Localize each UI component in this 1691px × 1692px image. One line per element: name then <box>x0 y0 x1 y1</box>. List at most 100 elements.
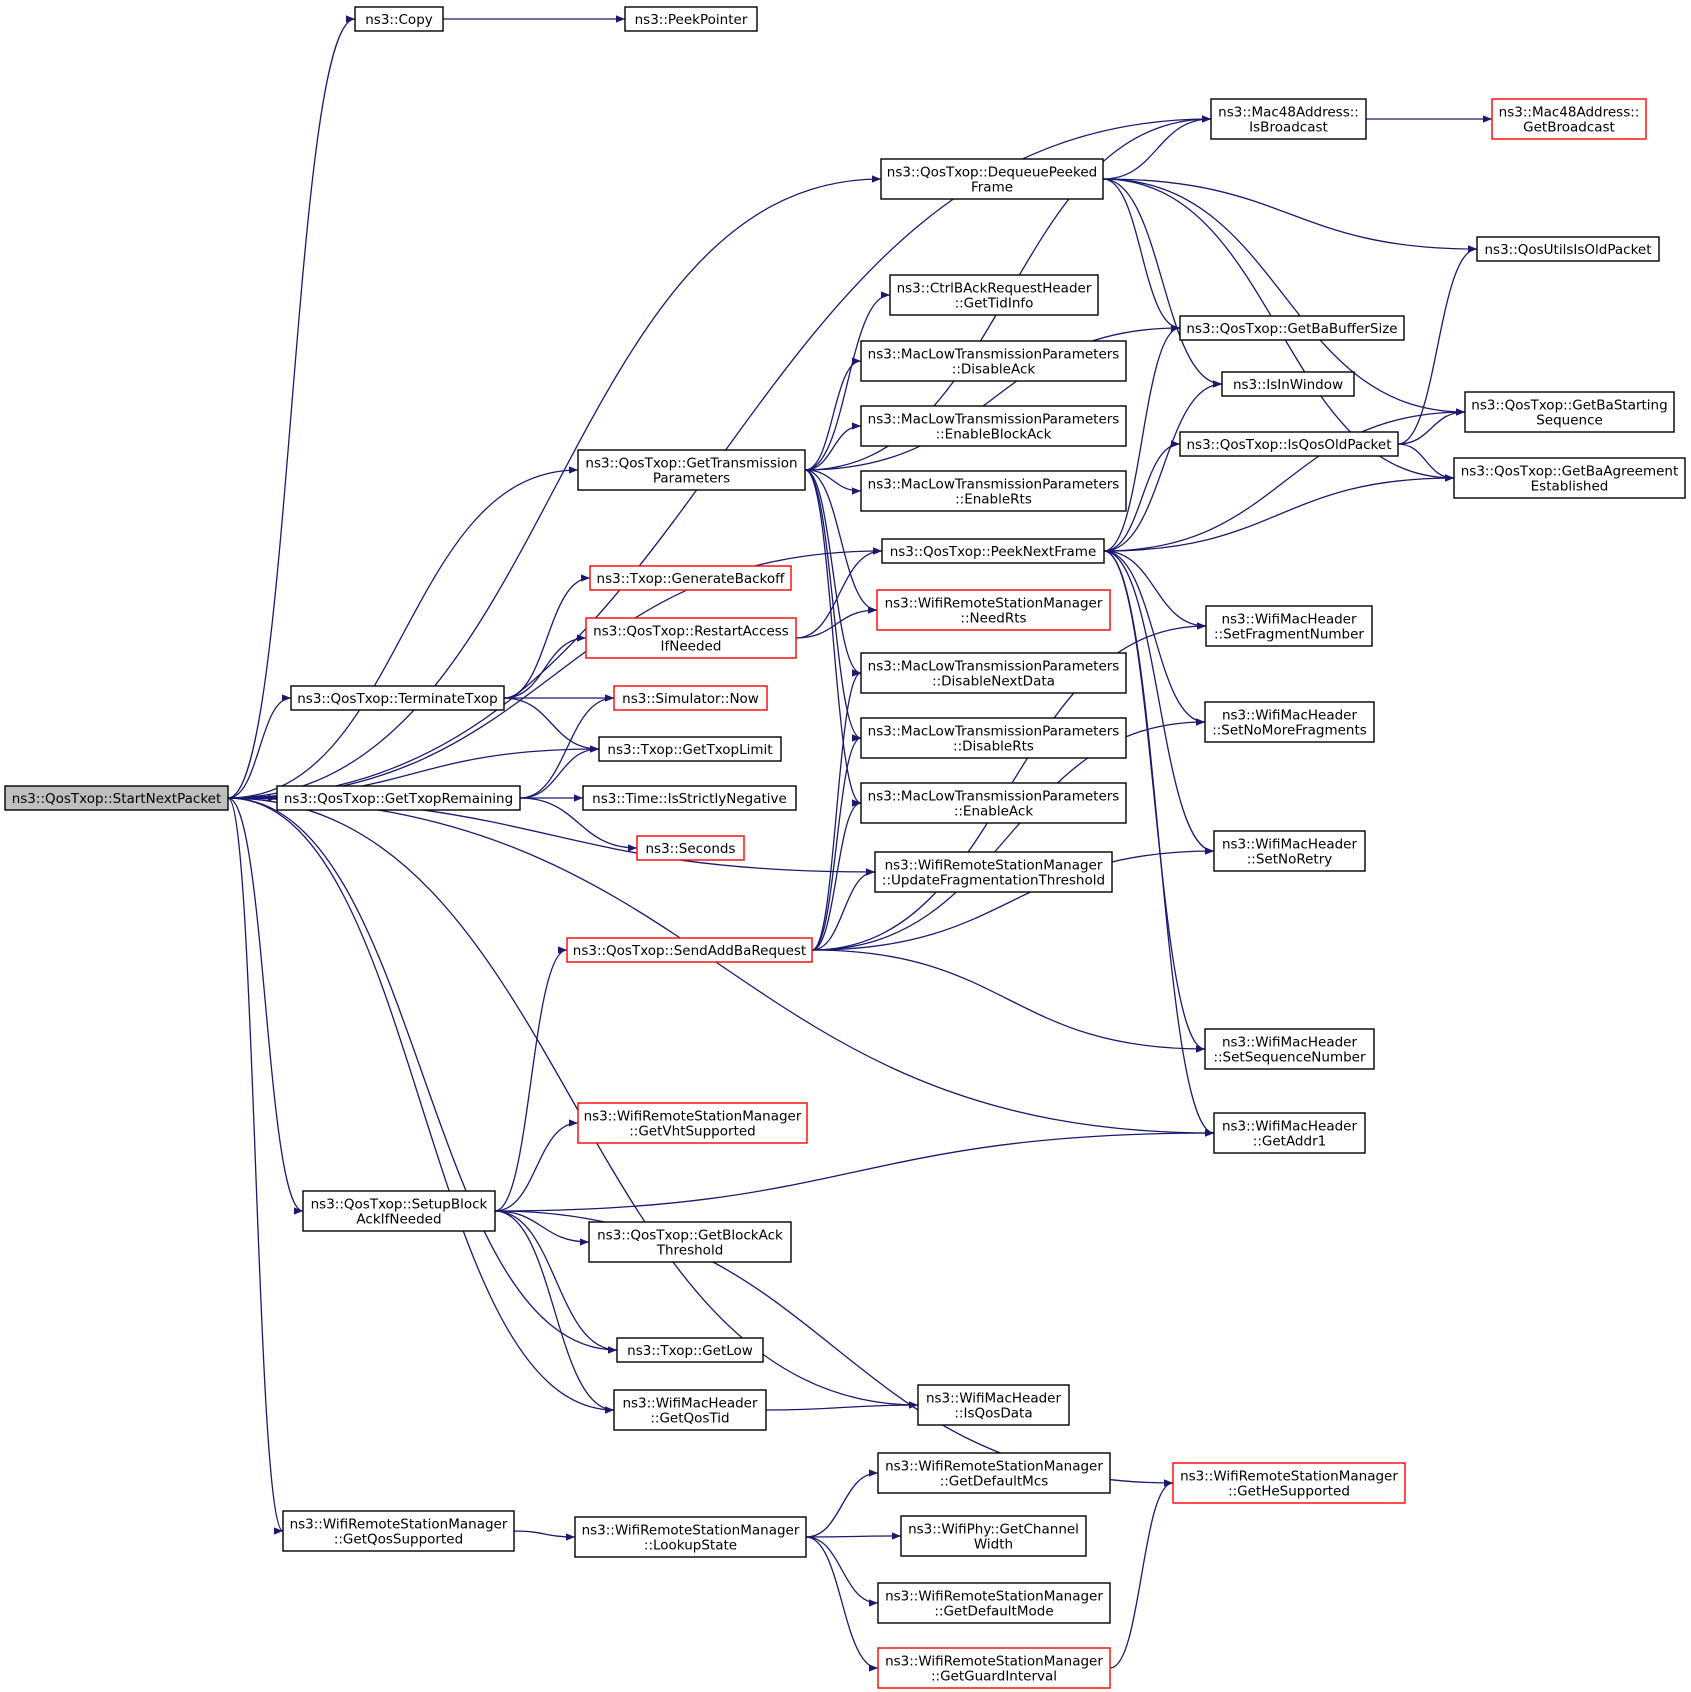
node-label: Parameters <box>653 471 730 487</box>
node-gethe[interactable]: ns3::WifiRemoteStationManager::GetHeSupp… <box>1172 1462 1406 1504</box>
node-peeknext[interactable]: ns3::QosTxop::PeekNextFrame <box>881 538 1105 564</box>
node-enba[interactable]: ns3::MacLowTransmissionParameters::Enabl… <box>860 405 1127 447</box>
node-label: ::GetDefaultMode <box>934 1604 1053 1620</box>
node-ctrlba[interactable]: ns3::CtrlBAckRequestHeader::GetTidInfo <box>889 274 1099 316</box>
node-getqossup[interactable]: ns3::WifiRemoteStationManager::GetQosSup… <box>282 1510 515 1552</box>
edge-start-getaddr1 <box>227 797 1215 1137</box>
node-getqostid[interactable]: ns3::WifiMacHeader::GetQosTid <box>613 1389 767 1431</box>
node-label: ns3::CtrlBAckRequestHeader <box>897 281 1092 297</box>
node-box <box>1179 315 1405 341</box>
edge-gettxparams-enrts <box>804 469 862 495</box>
edge-lookup-chanwidth <box>805 1532 902 1540</box>
node-txoplimit[interactable]: ns3::Txop::GetTxopLimit <box>598 736 782 762</box>
node-terminate[interactable]: ns3::QosTxop::TerminateTxop <box>290 685 505 711</box>
edge-gettxparams-babuf <box>804 324 1181 471</box>
node-defmode[interactable]: ns3::WifiRemoteStationManager::GetDefaul… <box>877 1582 1111 1624</box>
node-label: ns3::QosTxop::PeekNextFrame <box>890 544 1097 560</box>
node-label: ::GetVhtSupported <box>629 1124 755 1140</box>
node-peekptr[interactable]: ns3::PeekPointer <box>624 6 758 32</box>
node-qosold[interactable]: ns3::QosUtilsIsOldPacket <box>1476 236 1660 262</box>
node-needrts[interactable]: ns3::WifiRemoteStationManager::NeedRts <box>876 589 1111 631</box>
node-getvht[interactable]: ns3::WifiRemoteStationManager::GetVhtSup… <box>577 1102 808 1144</box>
node-label: AckIfNeeded <box>356 1212 441 1228</box>
node-getbcast[interactable]: ns3::Mac48Address::GetBroadcast <box>1491 98 1647 140</box>
node-box <box>574 1516 807 1558</box>
edge-gettxparams-enba <box>804 422 862 471</box>
node-setnomore[interactable]: ns3::WifiMacHeader::SetNoMoreFragments <box>1204 701 1375 743</box>
node-disrts[interactable]: ns3::MacLowTransmissionParameters::Disab… <box>860 717 1127 759</box>
edge-gettxoprem-seconds <box>519 797 638 852</box>
node-box <box>585 617 797 659</box>
node-isqosdata[interactable]: ns3::WifiMacHeader::IsQosData <box>917 1384 1070 1426</box>
node-label: ns3::WifiMacHeader <box>1222 1035 1358 1051</box>
node-isbcast[interactable]: ns3::Mac48Address::IsBroadcast <box>1210 98 1367 140</box>
node-guard[interactable]: ns3::WifiRemoteStationManager::GetGuardI… <box>877 1647 1111 1689</box>
node-box <box>860 652 1127 694</box>
node-box <box>1213 830 1366 872</box>
node-box <box>860 717 1127 759</box>
node-label: ns3::QosTxop::GetBaAgreement <box>1461 464 1679 480</box>
node-label: ns3::PeekPointer <box>635 12 748 28</box>
node-getaddr1[interactable]: ns3::WifiMacHeader::GetAddr1 <box>1213 1112 1366 1154</box>
node-enrts[interactable]: ns3::MacLowTransmissionParameters::Enabl… <box>860 470 1127 512</box>
node-getlow[interactable]: ns3::Txop::GetLow <box>616 1337 764 1363</box>
node-label: ns3::Copy <box>365 12 433 28</box>
node-isqosold[interactable]: ns3::QosTxop::IsQosOldPacket <box>1179 431 1399 457</box>
node-disnext[interactable]: ns3::MacLowTransmissionParameters::Disab… <box>860 652 1127 694</box>
edge-peeknext-getaddr1 <box>1103 550 1215 1137</box>
node-box <box>613 1389 767 1431</box>
node-setfrag[interactable]: ns3::WifiMacHeader::SetFragmentNumber <box>1205 605 1373 647</box>
node-strictneg[interactable]: ns3::Time::IsStrictlyNegative <box>582 785 797 811</box>
node-updfrag[interactable]: ns3::WifiRemoteStationManager::UpdateFra… <box>874 851 1113 893</box>
node-label: ::UpdateFragmentationThreshold <box>882 873 1105 889</box>
edge-gettxparams-disnext <box>804 469 862 677</box>
node-simnow[interactable]: ns3::Simulator::Now <box>613 685 768 711</box>
edge-lookup-getdefmcs <box>805 1469 879 1538</box>
node-label: ns3::WifiMacHeader <box>926 1391 1062 1407</box>
node-label: ns3::MacLowTransmissionParameters <box>868 347 1120 363</box>
node-setnoretry[interactable]: ns3::WifiMacHeader::SetNoRetry <box>1213 830 1366 872</box>
node-lookup[interactable]: ns3::WifiRemoteStationManager::LookupSta… <box>574 1516 807 1558</box>
node-disack[interactable]: ns3::MacLowTransmissionParameters::Disab… <box>860 340 1127 382</box>
node-box <box>877 1452 1111 1494</box>
node-box <box>1172 1462 1406 1504</box>
node-inwin[interactable]: ns3::IsInWindow <box>1221 371 1355 397</box>
node-sendaddba[interactable]: ns3::QosTxop::SendAddBaRequest <box>566 937 813 963</box>
node-box <box>1210 98 1367 140</box>
node-label: Sequence <box>1536 413 1603 429</box>
edge-start-getlow <box>227 797 618 1354</box>
edge-terminate-genback <box>503 574 591 699</box>
node-box <box>877 1582 1111 1624</box>
node-babuf[interactable]: ns3::QosTxop::GetBaBufferSize <box>1179 315 1405 341</box>
node-label: Threshold <box>656 1243 724 1259</box>
node-label: ns3::WifiRemoteStationManager <box>582 1523 800 1539</box>
node-seconds[interactable]: ns3::Seconds <box>636 835 745 861</box>
node-label: ns3::QosTxop::StartNextPacket <box>12 791 222 807</box>
node-start[interactable]: ns3::QosTxop::StartNextPacket <box>4 785 229 811</box>
node-box <box>577 1102 808 1144</box>
node-genback[interactable]: ns3::Txop::GenerateBackoff <box>589 565 792 591</box>
node-label: ns3::Simulator::Now <box>622 691 759 707</box>
node-setseq[interactable]: ns3::WifiMacHeader::SetSequenceNumber <box>1204 1028 1375 1070</box>
node-enack[interactable]: ns3::MacLowTransmissionParameters::Enabl… <box>860 782 1127 824</box>
edge-sendaddba-enack <box>811 799 862 951</box>
edge-sendaddba-disrts <box>811 734 862 951</box>
node-box <box>1205 605 1373 647</box>
edge-guard-gethe <box>1109 1479 1174 1669</box>
node-copy[interactable]: ns3::Copy <box>354 6 444 32</box>
edge-start-copy <box>227 15 356 799</box>
node-label: ns3::MacLowTransmissionParameters <box>868 789 1120 805</box>
node-gettxoprem[interactable]: ns3::QosTxop::GetTxopRemaining <box>276 785 521 811</box>
node-label: ns3::Seconds <box>646 841 736 857</box>
node-getdefmcs[interactable]: ns3::WifiRemoteStationManager::GetDefaul… <box>877 1452 1111 1494</box>
edge-dequeue-babuf <box>1102 178 1181 332</box>
